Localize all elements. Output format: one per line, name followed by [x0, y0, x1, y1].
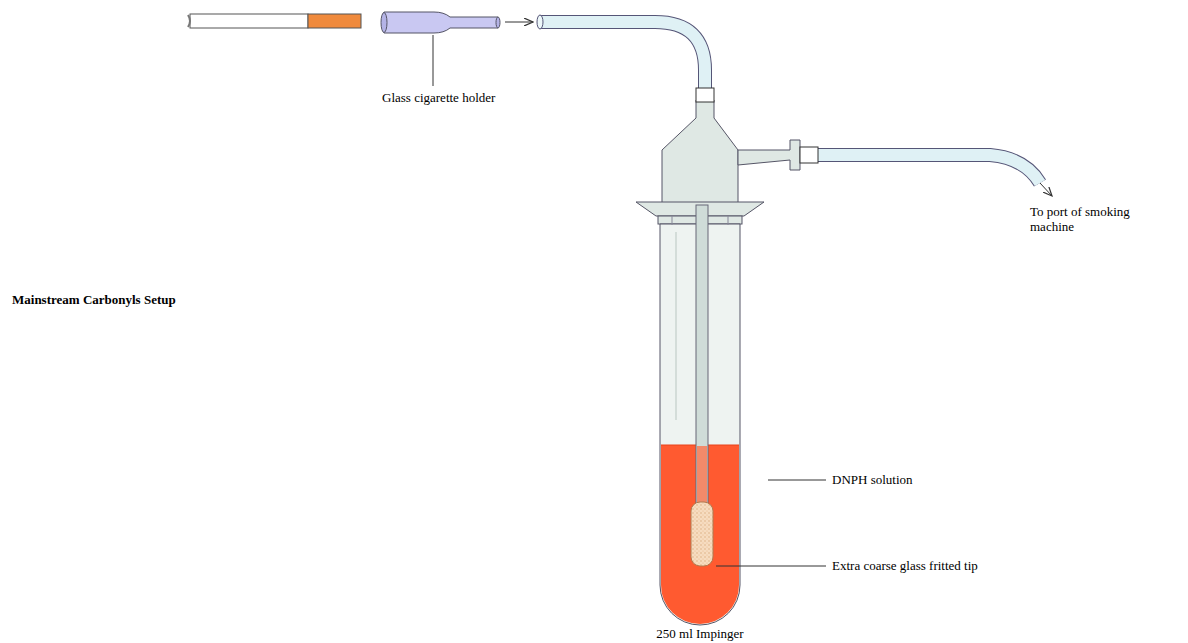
- part-label: To port of smoking machine: [1030, 204, 1170, 234]
- leader-line: [716, 566, 826, 567]
- part-label: 250 ml Impinger: [656, 626, 743, 641]
- leader-line: [768, 480, 826, 481]
- leader-line: [433, 35, 434, 86]
- fritted-tip: [691, 502, 713, 566]
- part-label: DNPH solution: [832, 472, 913, 487]
- tube-connector: [696, 88, 714, 102]
- part-label: Extra coarse glass fritted tip: [832, 558, 978, 573]
- dnph-solution: [661, 445, 739, 624]
- inlet-tubing: [537, 15, 705, 90]
- impinger-head: [662, 88, 800, 205]
- glass-cigarette-holder: [381, 12, 500, 33]
- diagram-title: Mainstream Carbonyls Setup: [12, 292, 176, 308]
- outlet-tubing: [800, 147, 1052, 196]
- cigarette: [188, 14, 361, 28]
- insert-arrow: [505, 22, 533, 23]
- impinger-body: [658, 205, 742, 625]
- part-label: Glass cigarette holder: [382, 90, 495, 105]
